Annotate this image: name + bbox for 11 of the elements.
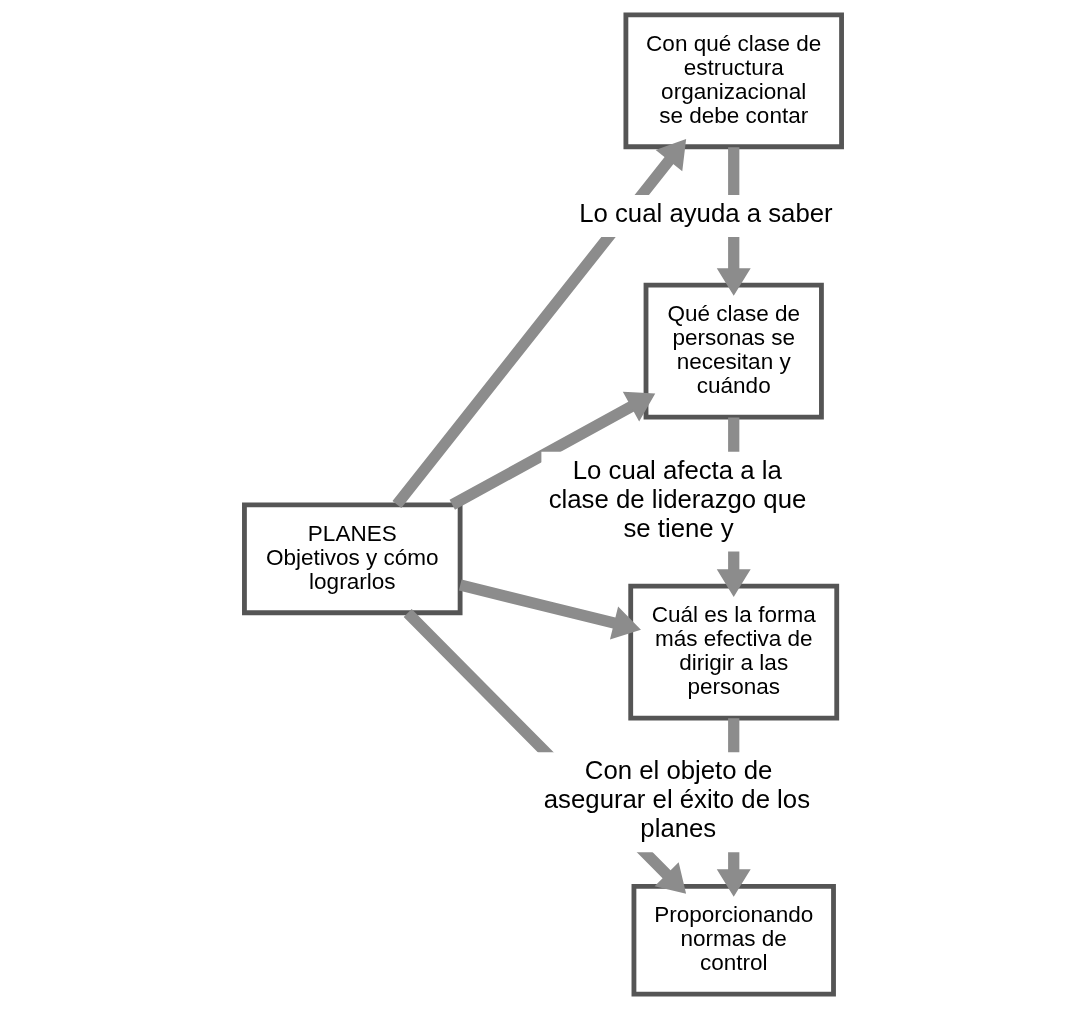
node-box: Proporcionando normas de control [631, 883, 836, 997]
arrow [449, 391, 655, 510]
node-box: PLANES Objetivos y cómo lograrlos [241, 502, 463, 616]
edge-label: Lo cual afecta a la clase de liderazgo que se tiene y [548, 455, 806, 542]
edge-label: Lo cual ayuda a saber [578, 199, 833, 228]
edge-label: Con el objeto de asegurar el éxito de los planes [543, 756, 810, 843]
node-box: Con qué clase de estructura organizacional se debe contar [622, 12, 844, 150]
node-box: Cuál es la forma más efectiva de dirigir a las personas [627, 583, 839, 721]
node-box: Qué clase de personas se necesitan y cuándo [643, 282, 824, 420]
arrow [458, 579, 641, 640]
arrow [392, 138, 686, 508]
